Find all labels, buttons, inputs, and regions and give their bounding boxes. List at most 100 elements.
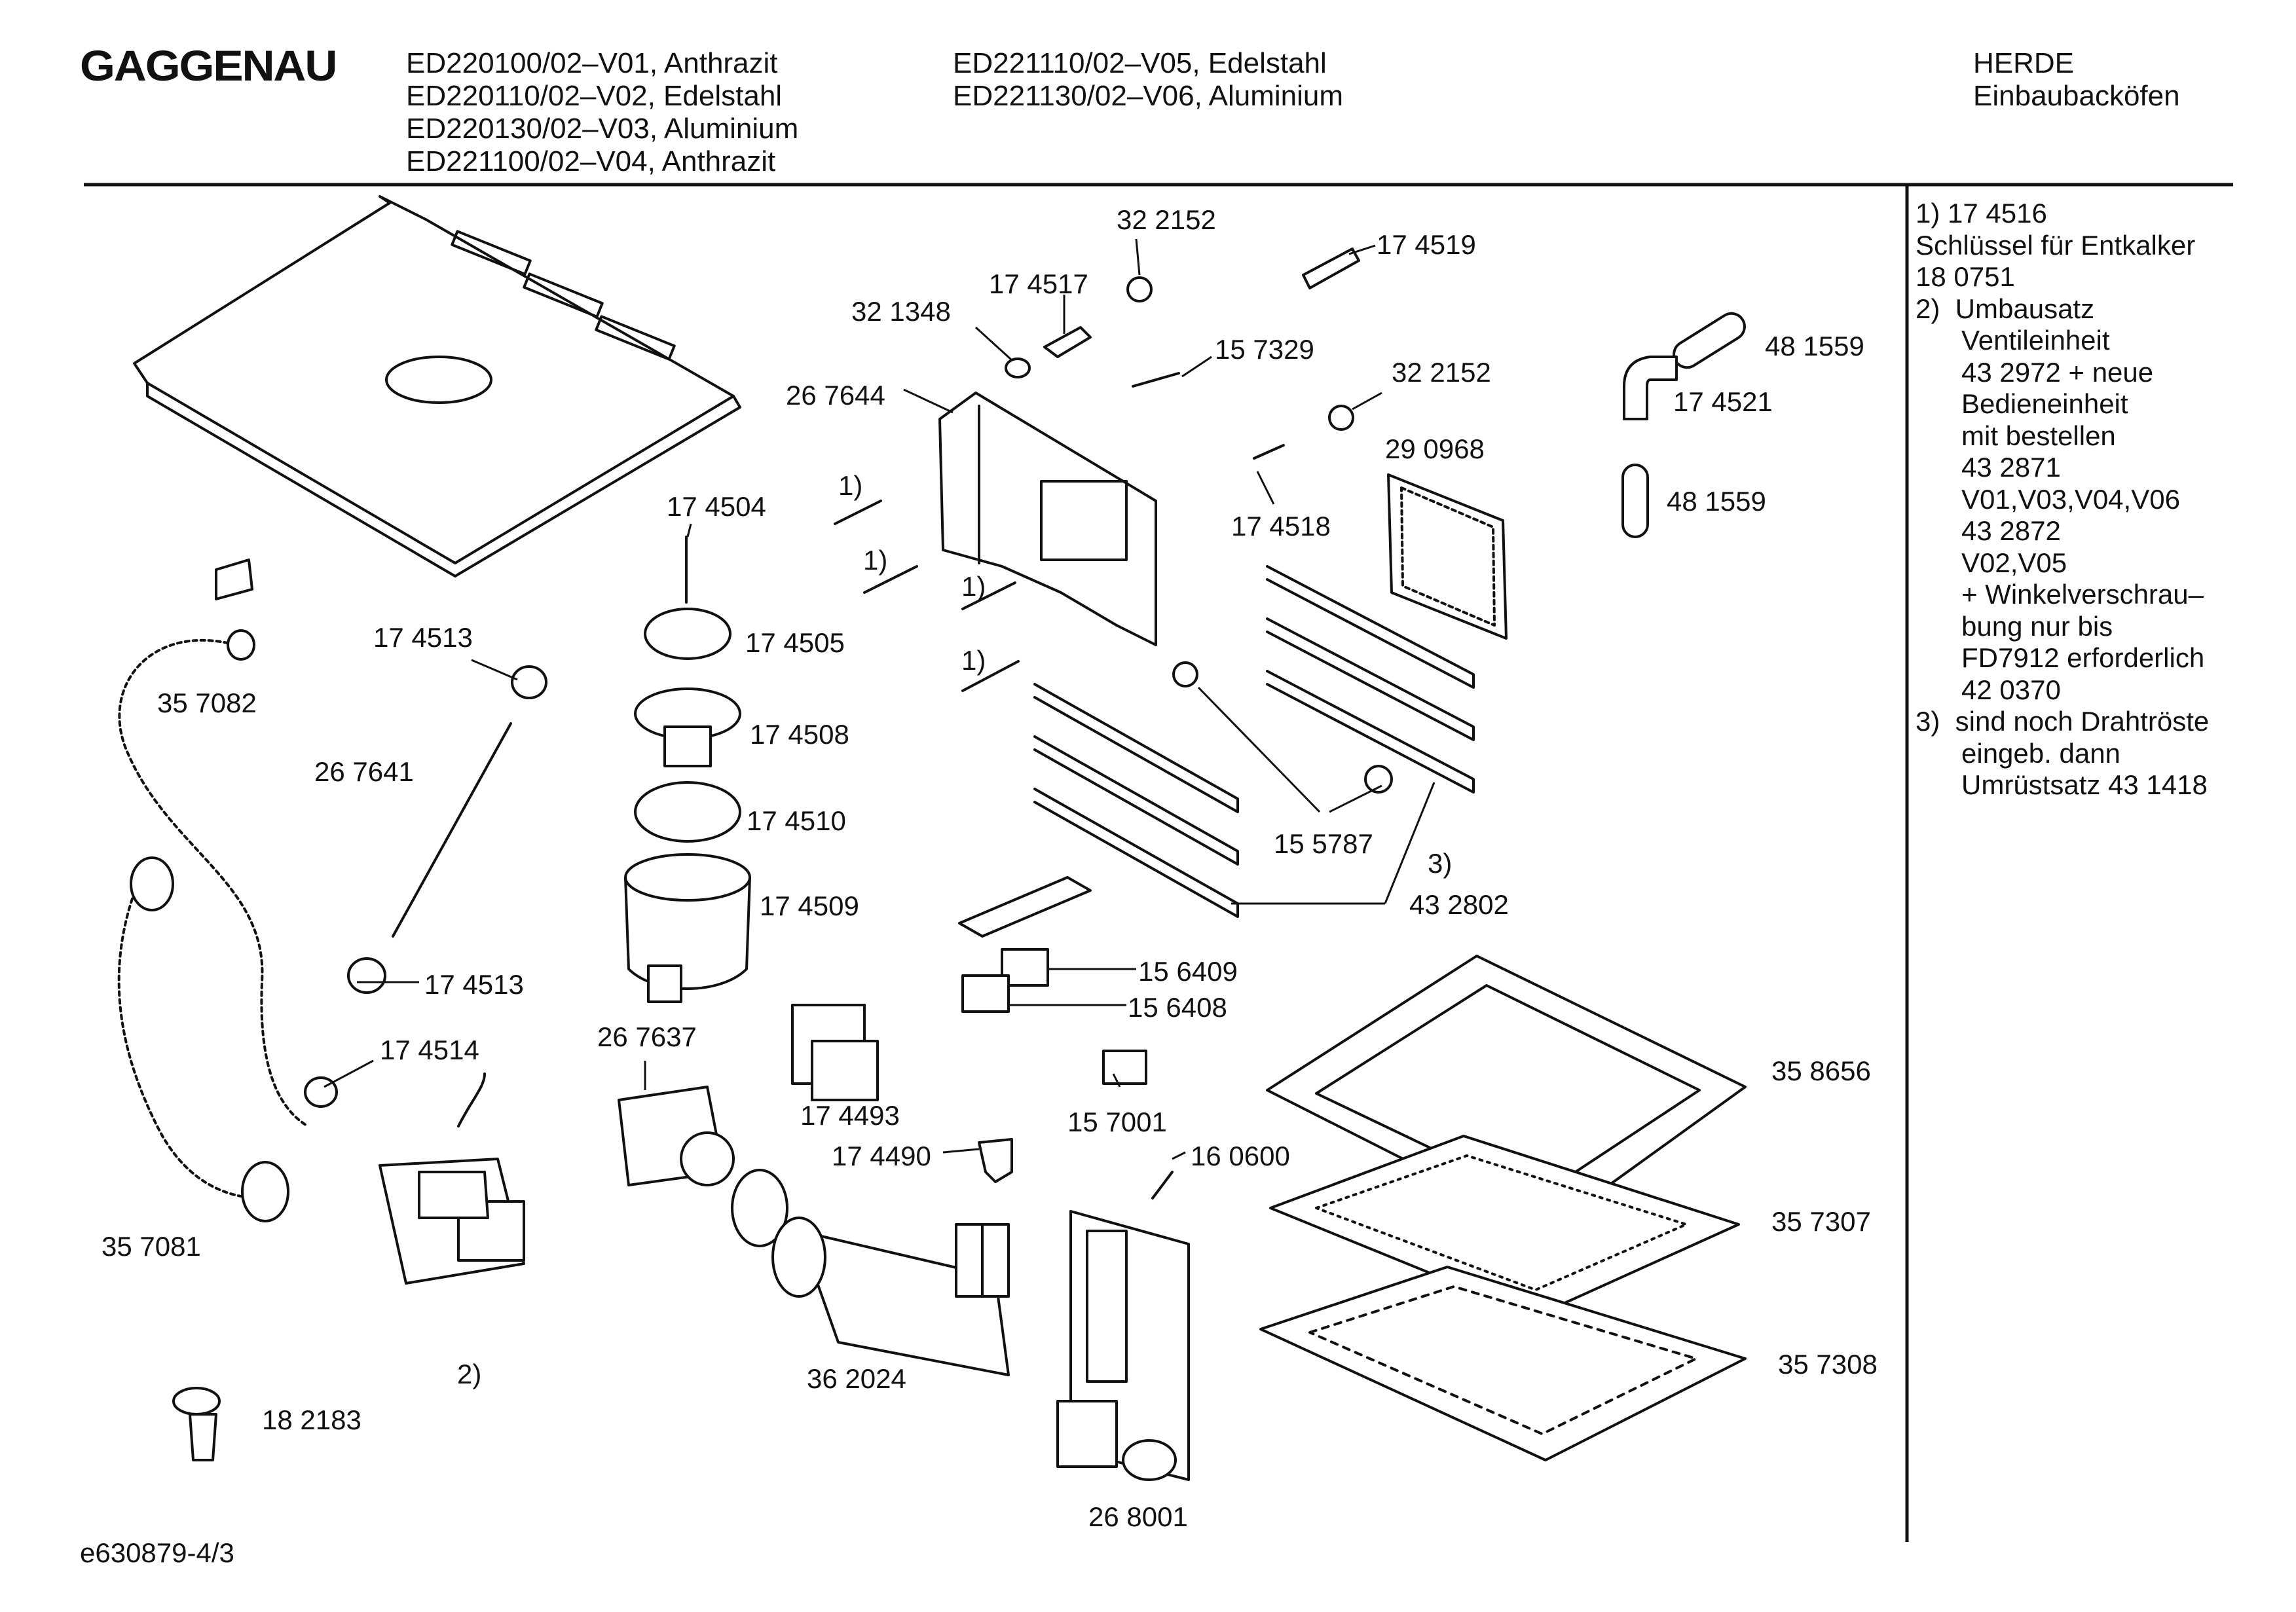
- part-label: 17 4514: [380, 1035, 479, 1065]
- part-label: 35 7308: [1778, 1349, 1878, 1380]
- part-label: 36 2024: [807, 1363, 906, 1394]
- part-label: 1): [961, 571, 986, 602]
- elbow-fitting-part: [978, 1138, 1013, 1183]
- category-subtitle: Einbaubacköfen: [1973, 80, 2180, 112]
- part-label: 15 7329: [1215, 334, 1314, 365]
- filter-part: [1387, 473, 1508, 640]
- fitting-part: [1253, 444, 1285, 460]
- hose-clamp-part: [511, 665, 547, 699]
- microswitch-part: [961, 948, 1147, 1085]
- model-line: ED220100/02–V01, Anthrazit: [406, 47, 778, 79]
- part-label: 17 4490: [832, 1141, 931, 1171]
- part-label: 17 4505: [745, 627, 845, 658]
- model-line: ED221100/02–V04, Anthrazit: [406, 145, 776, 177]
- part-label: 43 2802: [1409, 889, 1509, 920]
- nozzle-part: [1043, 326, 1092, 358]
- part-label: 1): [863, 545, 888, 576]
- nut-part: [1126, 276, 1153, 302]
- note-line: V02,V05: [1916, 547, 2067, 578]
- part-label: 1): [961, 645, 986, 676]
- part-label: 29 0968: [1385, 433, 1485, 464]
- part-label: 15 6409: [1138, 956, 1238, 987]
- note-line: FD7912 erforderlich: [1916, 642, 2205, 673]
- note-line: 1) 17 4516: [1916, 198, 2047, 229]
- part-label: 17 4513: [373, 622, 473, 653]
- drawing-id: e630879-4/3: [80, 1537, 234, 1568]
- note-line: Ventileinheit: [1916, 325, 2110, 356]
- part-label: 2): [457, 1359, 482, 1389]
- notes-panel: 1) 17 4516 Schlüssel für Entkalker 18 07…: [1916, 198, 2209, 801]
- shelf-rack-part: [1033, 565, 1475, 918]
- part-label: 15 6408: [1128, 992, 1227, 1023]
- connector-part: [1302, 247, 1360, 289]
- roller-part: [1364, 765, 1393, 794]
- part-label: 17 4517: [989, 268, 1088, 299]
- part-label: 17 4521: [1673, 386, 1773, 417]
- part-label: 35 7082: [157, 687, 257, 718]
- note-line: 43 2872: [1916, 515, 2061, 546]
- part-label: 26 8001: [1088, 1501, 1188, 1532]
- leader-lines: [324, 238, 1435, 1160]
- sensor-part: [1151, 1171, 1174, 1200]
- solenoid-part: [618, 1086, 788, 1247]
- note-line: + Winkelverschrau–: [1916, 579, 2204, 610]
- category-title: HERDE: [1973, 47, 2075, 79]
- rubber-hose-part: [392, 722, 512, 938]
- part-label: 17 4508: [750, 719, 849, 750]
- terminal-plate-part: [958, 876, 1092, 938]
- part-label: 32 1348: [851, 296, 951, 327]
- part-label: 48 1559: [1667, 486, 1766, 517]
- note-line: 3) sind noch Drahtröste: [1916, 706, 2210, 737]
- note-line: 2) Umbausatz: [1916, 293, 2095, 324]
- valve-unit-part: [172, 1072, 525, 1461]
- corrugated-hose-part: [117, 629, 309, 1222]
- note-line: eingeb. dann: [1916, 737, 2120, 769]
- screw-part: [1132, 372, 1180, 388]
- note-line: 43 2871: [1916, 452, 2061, 483]
- note-line: 42 0370: [1916, 674, 2061, 705]
- nut-part: [1328, 405, 1354, 431]
- brand-logo: GAGGENAU: [80, 41, 337, 90]
- part-label: 1): [838, 470, 863, 501]
- part-label: 17 4509: [760, 890, 859, 921]
- model-list-col1: ED220100/02–V01, Anthrazit ED220110/02–V…: [406, 47, 798, 178]
- roller-part: [1172, 661, 1198, 687]
- bracket-part: [938, 392, 1157, 646]
- part-label: 17 4518: [1231, 511, 1331, 541]
- note-line: bung nur bis: [1916, 610, 2113, 642]
- model-line: ED220130/02–V03, Aluminium: [406, 113, 799, 145]
- hose-clamp-part: [347, 957, 386, 994]
- part-label: 48 1559: [1765, 331, 1864, 361]
- part-label: 16 0600: [1191, 1141, 1290, 1171]
- hose-part: [1673, 312, 1746, 369]
- wire-rack-part: [1259, 1266, 1747, 1461]
- part-label: 35 8656: [1771, 1055, 1871, 1086]
- category-block: HERDE Einbaubacköfen: [1973, 47, 2180, 113]
- part-label: 18 2183: [262, 1404, 361, 1435]
- note-line: mit bestellen: [1916, 420, 2116, 451]
- model-list-col2: ED221110/02–V05, Edelstahl ED221130/02–V…: [953, 47, 1343, 113]
- selector-switch-part: [791, 1004, 879, 1101]
- note-line: Schlüssel für Entkalker: [1916, 229, 2196, 261]
- part-label: 15 7001: [1067, 1107, 1167, 1137]
- control-board-part: [1056, 1210, 1190, 1481]
- pin-part: [834, 500, 1020, 692]
- note-line: Bedieneinheit: [1916, 388, 2128, 419]
- part-label: 17 4519: [1377, 229, 1476, 260]
- part-label: 26 7641: [314, 756, 414, 787]
- part-label: 26 7637: [597, 1021, 697, 1052]
- part-label: 26 7644: [786, 380, 885, 411]
- part-label: 32 2152: [1392, 357, 1491, 388]
- part-label: 17 4504: [667, 491, 766, 522]
- note-line: 43 2972 + neue: [1916, 356, 2154, 388]
- cover-plate-part: [133, 195, 741, 577]
- model-line: ED221110/02–V05, Edelstahl: [953, 47, 1327, 79]
- pump-assembly-part: [624, 536, 751, 1003]
- model-line: ED220110/02–V02, Edelstahl: [406, 80, 783, 112]
- note-line: V01,V03,V04,V06: [1916, 483, 2180, 515]
- note-line: 18 0751: [1916, 261, 2015, 292]
- clip-part: [215, 559, 253, 600]
- part-label: 32 2152: [1117, 204, 1216, 235]
- circulation-pump-part: [771, 1217, 1010, 1376]
